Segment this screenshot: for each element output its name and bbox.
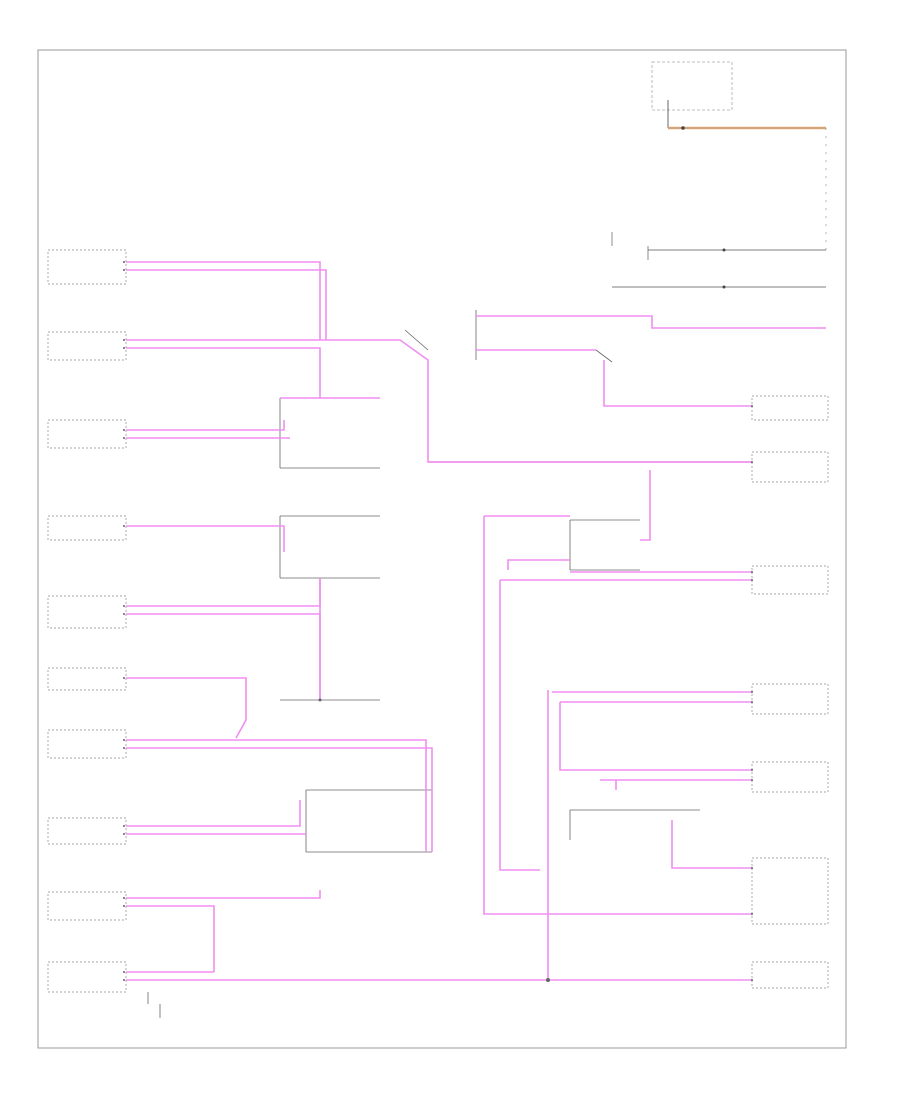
wire (126, 613, 321, 700)
connector-box (47, 817, 127, 845)
pin (123, 605, 125, 607)
wire (126, 339, 752, 463)
pin (751, 913, 753, 915)
wire (126, 420, 285, 431)
pin (123, 897, 125, 899)
wire (559, 702, 752, 771)
wire (126, 800, 301, 827)
pin (751, 461, 753, 463)
connector-box (47, 961, 127, 993)
connector-box (751, 395, 829, 421)
splice-dot (722, 248, 726, 252)
wire (126, 890, 321, 899)
connector-box (47, 249, 127, 285)
pin (123, 261, 125, 263)
pin (751, 769, 753, 771)
module-lines (147, 310, 700, 1018)
splice-dot (681, 126, 685, 130)
pin (123, 979, 125, 981)
pin (751, 691, 753, 693)
connector-box (751, 961, 829, 989)
wire (126, 347, 321, 398)
wire (640, 470, 651, 541)
wire (126, 525, 285, 552)
wire (603, 360, 752, 407)
pin (751, 405, 753, 407)
connector-box (47, 419, 127, 449)
pin (751, 701, 753, 703)
pin (751, 579, 753, 581)
wire (126, 261, 321, 340)
pin (123, 825, 125, 827)
wire (126, 269, 327, 340)
connector-box (47, 515, 127, 541)
pin (123, 525, 125, 527)
pin (123, 833, 125, 835)
pin (751, 867, 753, 869)
splice-dot (318, 698, 322, 702)
right-connectors (751, 395, 829, 989)
power-feed-group (611, 61, 827, 289)
wire (476, 315, 826, 329)
wire (126, 578, 321, 607)
left-connectors (47, 249, 127, 993)
pin (123, 747, 125, 749)
pin (123, 269, 125, 271)
pin (751, 779, 753, 781)
connector-box (47, 891, 127, 921)
wire (671, 820, 752, 869)
pin (123, 437, 125, 439)
pin-markers (123, 261, 753, 982)
pin (123, 347, 125, 349)
connector-box (751, 565, 829, 595)
connector-box (47, 331, 127, 361)
connector-box (751, 761, 829, 793)
wire (126, 739, 427, 852)
wire (126, 747, 433, 852)
wire (483, 516, 752, 915)
pin (123, 677, 125, 679)
switch-line (595, 349, 613, 363)
splice-dot (722, 285, 726, 289)
wire (499, 580, 540, 871)
pin (123, 339, 125, 341)
pin (123, 429, 125, 431)
pin (123, 905, 125, 907)
wire (507, 559, 570, 570)
splice-dot (546, 978, 550, 982)
pin (751, 979, 753, 981)
connector-box (47, 667, 127, 691)
wire (126, 905, 215, 972)
pin (123, 739, 125, 741)
diagram-frame (37, 49, 847, 1049)
fuse-block-connector (651, 61, 733, 111)
connector-box (751, 857, 829, 925)
switch-line (404, 329, 429, 351)
connector-box (47, 595, 127, 629)
connector-box (47, 729, 127, 759)
connector-box (751, 451, 829, 483)
pin (123, 971, 125, 973)
connector-box (751, 683, 829, 715)
wire (126, 677, 247, 739)
pin (123, 613, 125, 615)
pink-wires (126, 261, 826, 981)
pin (751, 571, 753, 573)
